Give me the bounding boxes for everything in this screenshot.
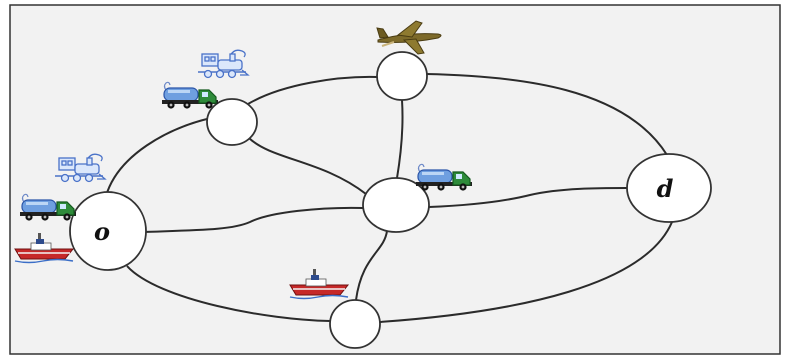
edge-n1-n3 <box>248 137 367 195</box>
node-label-o: o <box>94 217 110 246</box>
node-n4 <box>329 299 381 349</box>
edge-o-n4 <box>126 265 331 322</box>
node-o <box>69 191 147 271</box>
edge-n2-d <box>425 73 668 156</box>
node-d <box>626 153 712 223</box>
edge-o-n3 <box>142 206 364 233</box>
edge-n3-n4 <box>355 230 388 301</box>
node-n1 <box>206 98 258 146</box>
edge-n4-d <box>379 221 673 323</box>
edge-n3-d <box>428 187 628 208</box>
edge-layer <box>105 73 673 323</box>
edge-n2-n3 <box>396 99 404 179</box>
node-n3 <box>362 177 430 233</box>
node-n2 <box>376 51 428 101</box>
edge-o-n1 <box>105 117 212 197</box>
node-label-d: d <box>657 174 674 203</box>
node-layer <box>69 51 712 349</box>
edge-n1-n2 <box>247 75 378 105</box>
